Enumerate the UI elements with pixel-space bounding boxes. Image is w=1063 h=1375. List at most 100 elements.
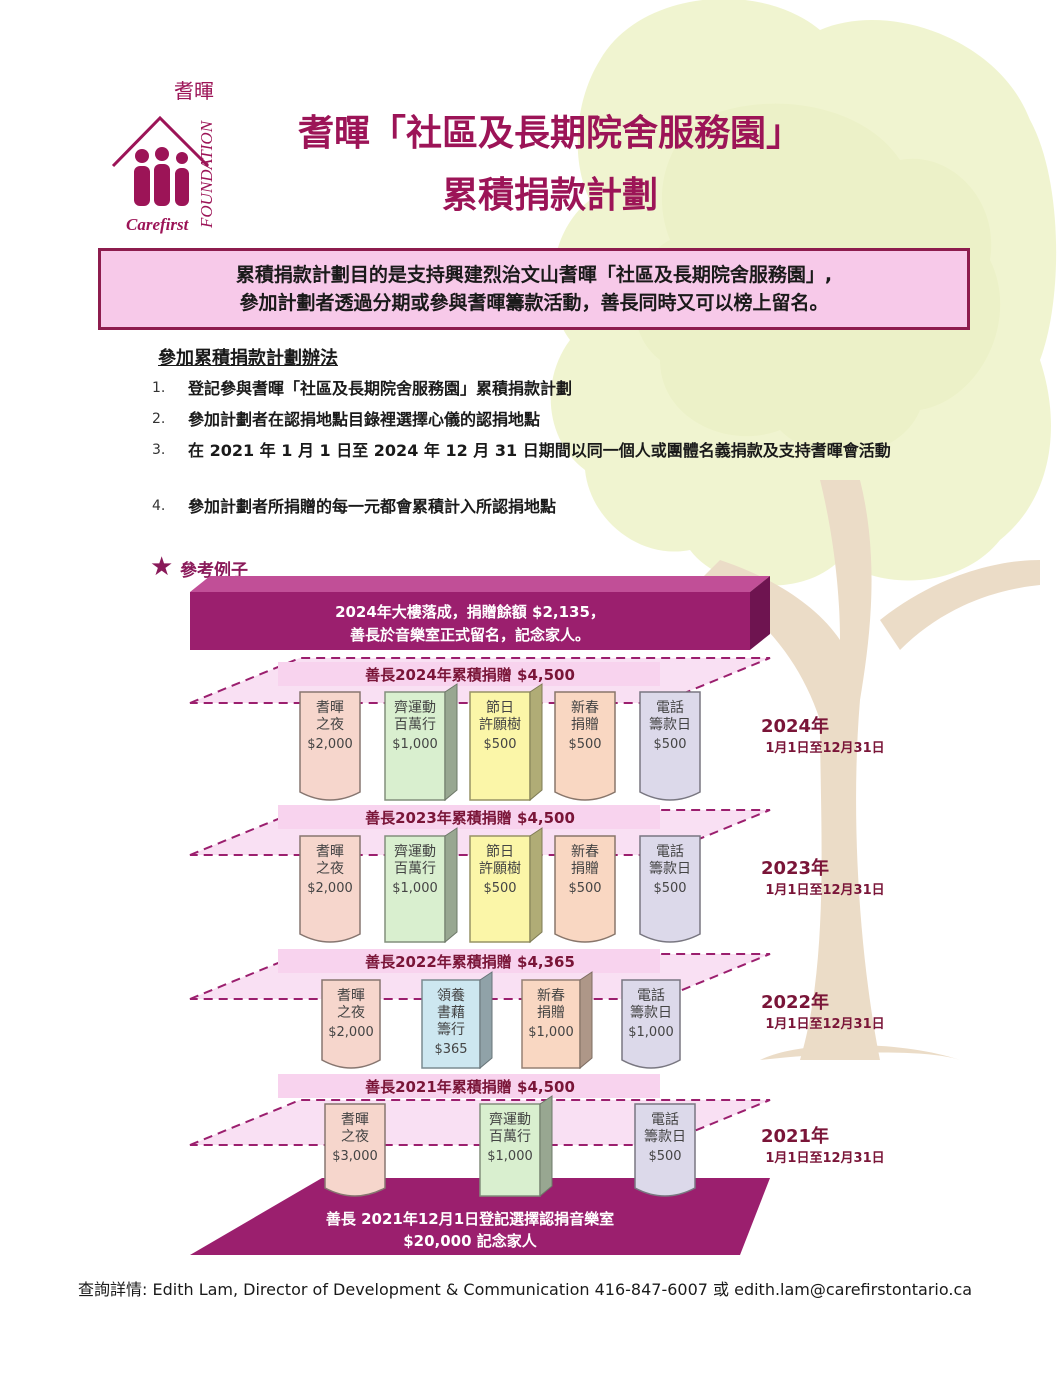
activity-amount: $1,000 [487, 1149, 533, 1164]
activity-name: 領養 [437, 987, 465, 1004]
activity-name: 電話 [656, 699, 684, 716]
year-heading: 2022年 [761, 991, 829, 1013]
activity-name: 百萬行 [394, 861, 436, 877]
intro-line1: 累積捐款計劃目的是支持興建烈治文山耆暉「社區及長期院舍服務園」, [235, 264, 833, 286]
level-total-label: 善長2021年累積捐贈 $4,500 [365, 1078, 575, 1096]
step-text: 參加計劃者在認捐地點目錄裡選擇心儀的認捐地點 [188, 410, 541, 429]
activity-name: 許願樹 [479, 717, 521, 733]
activity-name: 書藉 [437, 1005, 465, 1021]
step-number: 1. [152, 380, 166, 396]
activity-amount: $500 [568, 881, 601, 896]
activity-amount: $500 [653, 737, 686, 752]
activity-name: 許願樹 [479, 861, 521, 877]
donation-box-side [444, 827, 458, 944]
top-block-side [750, 576, 770, 650]
activity-name: 電話 [651, 1111, 679, 1128]
level-total-label: 善長2022年累積捐贈 $4,365 [365, 953, 575, 971]
donation-box-side [479, 971, 493, 1070]
activity-name: 捐贈 [537, 1005, 565, 1021]
intro-box: 累積捐款計劃目的是支持興建烈治文山耆暉「社區及長期院舍服務園」, 參加計劃者透過… [98, 248, 970, 330]
year-heading: 2021年 [761, 1125, 829, 1147]
logo-chinese-mark: 耆暉 [174, 79, 214, 103]
activity-name: 之夜 [337, 1005, 365, 1021]
donation-stack-diagram: 善長 2021年12月1日登記選擇認捐音樂室 $20,000 記念家人 善長2021… [189, 576, 885, 1255]
step-item: 1. 登記參與耆暉「社區及長期院舍服務園」累積捐款計劃 [152, 379, 922, 399]
activity-name: 耆暉 [316, 700, 344, 716]
activity-name: 捐贈 [571, 717, 599, 733]
activity-name: 電話 [637, 987, 665, 1004]
activity-name: 捐贈 [571, 861, 599, 877]
year-heading: 2024年 [761, 715, 829, 737]
activity-name: 籌款日 [630, 1005, 672, 1021]
level-label-strip [278, 949, 660, 973]
carefirst-logo: 耆暉 Carefirst FOUNDATION [111, 79, 216, 234]
activity-amount: $1,000 [392, 737, 438, 752]
year-heading: 2023年 [761, 857, 829, 879]
activity-name: 籌行 [437, 1022, 465, 1038]
donation-box-side [444, 683, 458, 802]
activity-amount: $2,000 [307, 737, 353, 752]
activity-amount: $2,000 [328, 1025, 374, 1040]
activity-name: 耆暉 [316, 844, 344, 860]
activity-name: 之夜 [316, 861, 344, 877]
step-text: 登記參與耆暉「社區及長期院舍服務園」累積捐款計劃 [188, 379, 573, 398]
base-block [190, 1178, 770, 1255]
activity-name: 百萬行 [489, 1129, 531, 1145]
activity-amount: $3,000 [332, 1149, 378, 1164]
activity-name: 之夜 [341, 1129, 369, 1145]
donation-cylinder [324, 1103, 386, 1197]
donation-cylinder [634, 1103, 696, 1197]
activity-name: 新春 [571, 844, 599, 860]
activity-name: 新春 [537, 988, 565, 1004]
donation-cylinder [554, 691, 616, 801]
activity-amount: $500 [483, 881, 516, 896]
step-number: 2. [152, 411, 166, 427]
activity-amount: $365 [434, 1042, 467, 1057]
activity-name: 節日 [486, 699, 514, 716]
donation-box-side [579, 971, 593, 1070]
activity-amount: $500 [653, 881, 686, 896]
donation-cylinder [639, 691, 701, 801]
donation-cylinder [639, 835, 701, 943]
steps-title: 參加累積捐款計劃辦法 [158, 348, 338, 369]
activity-name: 百萬行 [394, 717, 436, 733]
activity-amount: $1,000 [628, 1025, 674, 1040]
activity-amount: $500 [568, 737, 601, 752]
step-text: 在 2021 年 1 月 1 日至 2024 年 12 月 31 日期間以同一個… [188, 441, 891, 460]
step-text: 參加計劃者所捐贈的每一元都會累積計入所認捐地點 [188, 497, 557, 516]
donation-box [421, 979, 481, 1069]
donation-box [521, 979, 581, 1069]
contact-footer: 查詢詳情: Edith Lam, Director of Development… [78, 1280, 973, 1299]
page-title-line1: 耆暉「社區及長期院舍服務園」 [297, 113, 802, 154]
year-range: 1月1日至12月31日 [765, 1017, 884, 1032]
donation-box [384, 691, 446, 801]
base-block-line1: 善長 2021年12月1日登記選擇認捐音樂室 [326, 1210, 614, 1228]
activity-name: 之夜 [316, 717, 344, 733]
step-item: 2. 參加計劃者在認捐地點目錄裡選擇心儀的認捐地點 [152, 410, 922, 430]
activity-name: 齊運動 [489, 1111, 531, 1128]
activity-name: 籌款日 [649, 717, 691, 733]
base-block-line2: $20,000 記念家人 [403, 1232, 538, 1250]
donation-cylinder [621, 979, 681, 1069]
step-item: 4. 參加計劃者所捐贈的每一元都會累積計入所認捐地點 [152, 497, 922, 517]
donation-cylinder [321, 979, 381, 1069]
activity-name: 齊運動 [394, 843, 436, 860]
star-icon: ★ [150, 552, 174, 582]
donation-cylinder [299, 691, 361, 801]
level-total-label: 善長2023年累積捐贈 $4,500 [365, 809, 575, 827]
donation-cylinder [554, 835, 616, 943]
donation-box-side [529, 827, 543, 944]
top-block-line2: 善長於音樂室正式留名，記念家人。 [350, 626, 590, 644]
activity-name: 節日 [486, 843, 514, 860]
level-label-strip [278, 805, 660, 829]
activity-amount: $500 [483, 737, 516, 752]
year-range: 1月1日至12月31日 [765, 883, 884, 898]
activity-name: 耆暉 [337, 988, 365, 1004]
level-total-label: 善長2024年累積捐贈 $4,500 [365, 666, 575, 684]
level-label-strip [278, 662, 660, 686]
step-item: 3. 在 2021 年 1 月 1 日至 2024 年 12 月 31 日期間以… [152, 441, 922, 461]
logo-side-text: FOUNDATION [197, 119, 216, 229]
donation-box-side [529, 683, 543, 802]
activity-amount: $2,000 [307, 881, 353, 896]
top-block-line1: 2024年大樓落成，捐贈餘額 $2,135， [335, 603, 605, 621]
